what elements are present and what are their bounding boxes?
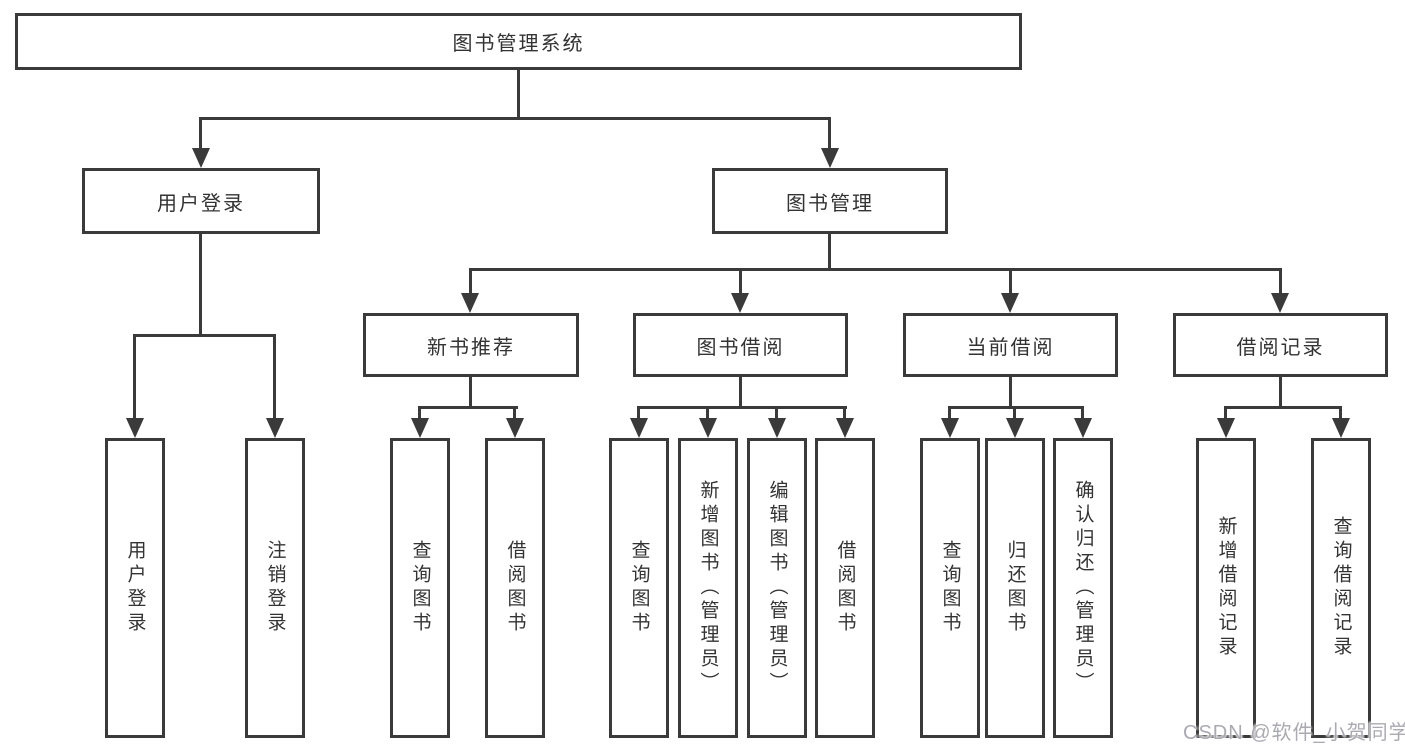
leaf-query-books-current: 查询图书 xyxy=(920,438,980,738)
arrow-down-icon xyxy=(1217,418,1235,438)
leaf-query-borrow-record: 查询借阅记录 xyxy=(1311,438,1371,738)
leaf-add-borrow-record: 新增借阅记录 xyxy=(1196,438,1256,738)
arrow-down-icon xyxy=(630,418,648,438)
connector-drop xyxy=(513,406,516,420)
arrow-down-icon xyxy=(768,418,786,438)
node-current-borrow: 当前借阅 xyxy=(903,313,1118,377)
leaf-query-books-borrow: 查询图书 xyxy=(609,438,669,738)
arrow-down-icon xyxy=(699,418,717,438)
connector-book-management-branch xyxy=(469,268,1282,271)
connector-borrow-stem xyxy=(739,377,742,409)
connector-drop-book-borrow xyxy=(739,268,742,295)
connector-borrow-branch xyxy=(637,406,847,409)
connector-recommend-branch xyxy=(418,406,518,409)
leaf-borrow-books: 借阅图书 xyxy=(815,438,875,738)
connector-root-branch xyxy=(199,117,830,120)
connector-drop-leaf-user-login xyxy=(133,334,136,420)
connector-drop xyxy=(948,406,951,420)
connector-current-stem xyxy=(1009,377,1012,409)
arrow-down-icon xyxy=(941,418,959,438)
arrow-down-icon xyxy=(411,418,429,438)
connector-drop xyxy=(1013,406,1016,420)
watermark: CSDN @软件_小贺同学 xyxy=(1183,722,1405,744)
connector-records-stem xyxy=(1279,377,1282,409)
node-new-book-recommend: 新书推荐 xyxy=(363,313,579,377)
leaf-query-books-recommend: 查询图书 xyxy=(390,438,450,738)
connector-drop-leaf-logout xyxy=(273,334,276,420)
connector-drop xyxy=(843,406,846,420)
node-book-management: 图书管理 xyxy=(712,168,948,234)
arrow-down-icon xyxy=(461,293,479,313)
leaf-return-books: 归还图书 xyxy=(985,438,1045,738)
arrow-down-icon xyxy=(1006,418,1024,438)
connector-drop-borrow-records xyxy=(1279,268,1282,295)
connector-user-login-branch xyxy=(133,334,276,337)
arrow-down-icon xyxy=(266,418,284,438)
arrow-down-icon xyxy=(1074,418,1092,438)
arrow-down-icon xyxy=(836,418,854,438)
node-user-login: 用户登录 xyxy=(82,168,320,234)
connector-drop-new-book-recommend xyxy=(469,268,472,295)
connector-drop-book-management xyxy=(828,117,831,150)
connector-drop xyxy=(1224,406,1227,420)
leaf-edit-book-admin: 编辑图书（管理员） xyxy=(747,438,807,738)
connector-drop xyxy=(706,406,709,420)
connector-drop xyxy=(637,406,640,420)
connector-drop xyxy=(1339,406,1342,420)
arrow-down-icon xyxy=(1332,418,1350,438)
connector-current-branch xyxy=(948,406,1084,409)
leaf-confirm-return-admin: 确认归还（管理员） xyxy=(1053,438,1113,738)
connector-drop-current-borrow xyxy=(1009,268,1012,295)
leaf-user-login: 用户登录 xyxy=(105,438,165,738)
connector-drop xyxy=(775,406,778,420)
connector-recommend-stem xyxy=(469,377,472,409)
connector-records-branch xyxy=(1224,406,1342,409)
leaf-add-book-admin: 新增图书（管理员） xyxy=(678,438,738,738)
arrow-down-icon xyxy=(1001,293,1019,313)
connector-book-management-stem xyxy=(828,234,831,271)
arrow-down-icon xyxy=(1271,293,1289,313)
connector-user-login-stem xyxy=(199,234,202,337)
node-root: 图书管理系统 xyxy=(15,13,1022,70)
arrow-down-icon xyxy=(731,293,749,313)
arrow-down-icon xyxy=(126,418,144,438)
arrow-down-icon xyxy=(821,148,839,168)
leaf-borrow-books-recommend: 借阅图书 xyxy=(485,438,545,738)
connector-root-stem xyxy=(517,70,520,120)
connector-drop xyxy=(1081,406,1084,420)
leaf-logout: 注销登录 xyxy=(245,438,305,738)
node-book-borrow: 图书借阅 xyxy=(633,313,848,377)
connector-drop xyxy=(418,406,421,420)
arrow-down-icon xyxy=(192,148,210,168)
arrow-down-icon xyxy=(506,418,524,438)
connector-drop-user-login xyxy=(199,117,202,150)
node-borrow-records: 借阅记录 xyxy=(1173,313,1388,377)
